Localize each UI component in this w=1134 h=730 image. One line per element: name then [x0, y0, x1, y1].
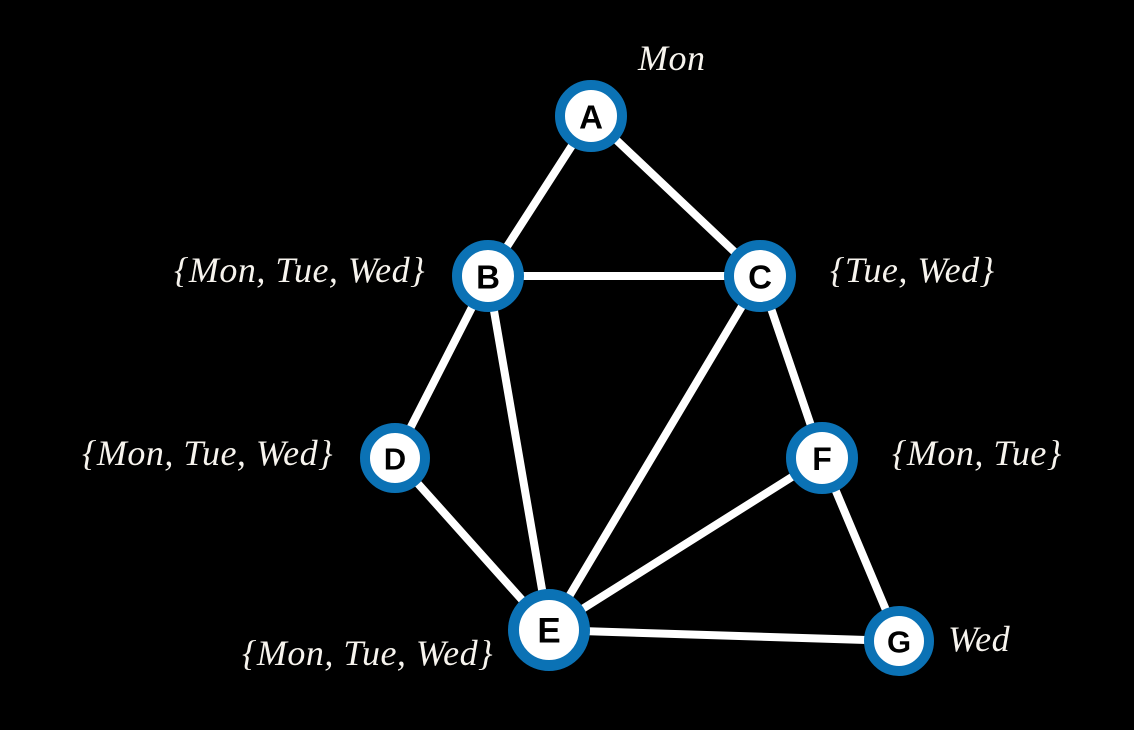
node-a[interactable]: A — [555, 80, 627, 152]
node-circle-e — [508, 589, 590, 671]
node-circle-g — [864, 606, 934, 676]
domain-label-e: {Mon, Tue, Wed} — [242, 633, 493, 673]
edge-e-f — [545, 454, 826, 634]
node-d[interactable]: D — [360, 423, 430, 493]
node-c[interactable]: C — [724, 240, 796, 312]
domain-label-b: {Mon, Tue, Wed} — [174, 250, 425, 290]
node-label-f: F — [812, 441, 832, 477]
domain-label-f: {Mon, Tue} — [892, 433, 1062, 473]
node-g[interactable]: G — [864, 606, 934, 676]
node-e[interactable]: E — [508, 589, 590, 671]
domain-label-d: {Mon, Tue, Wed} — [82, 433, 333, 473]
node-b[interactable]: B — [452, 240, 524, 312]
nodes-layer: A B C D E F G — [360, 80, 934, 676]
node-label-e: E — [537, 612, 560, 651]
edge-b-e — [484, 272, 553, 634]
node-label-d: D — [384, 442, 406, 477]
edge-a-c — [587, 112, 764, 280]
node-f[interactable]: F — [786, 422, 858, 494]
domain-label-a: Mon — [638, 38, 706, 78]
node-label-a: A — [579, 99, 603, 136]
domain-label-g: Wed — [948, 619, 1011, 659]
node-circle-d — [360, 423, 430, 493]
node-circle-a — [555, 80, 627, 152]
node-circle-f — [786, 422, 858, 494]
edge-c-e — [545, 272, 764, 634]
node-label-g: G — [887, 625, 911, 660]
node-label-c: C — [748, 259, 772, 296]
edge-e-g — [545, 626, 903, 645]
node-circle-b — [452, 240, 524, 312]
node-circle-c — [724, 240, 796, 312]
domain-label-c: {Tue, Wed} — [830, 250, 995, 290]
edges-layer — [391, 112, 903, 645]
node-label-b: B — [476, 259, 500, 296]
